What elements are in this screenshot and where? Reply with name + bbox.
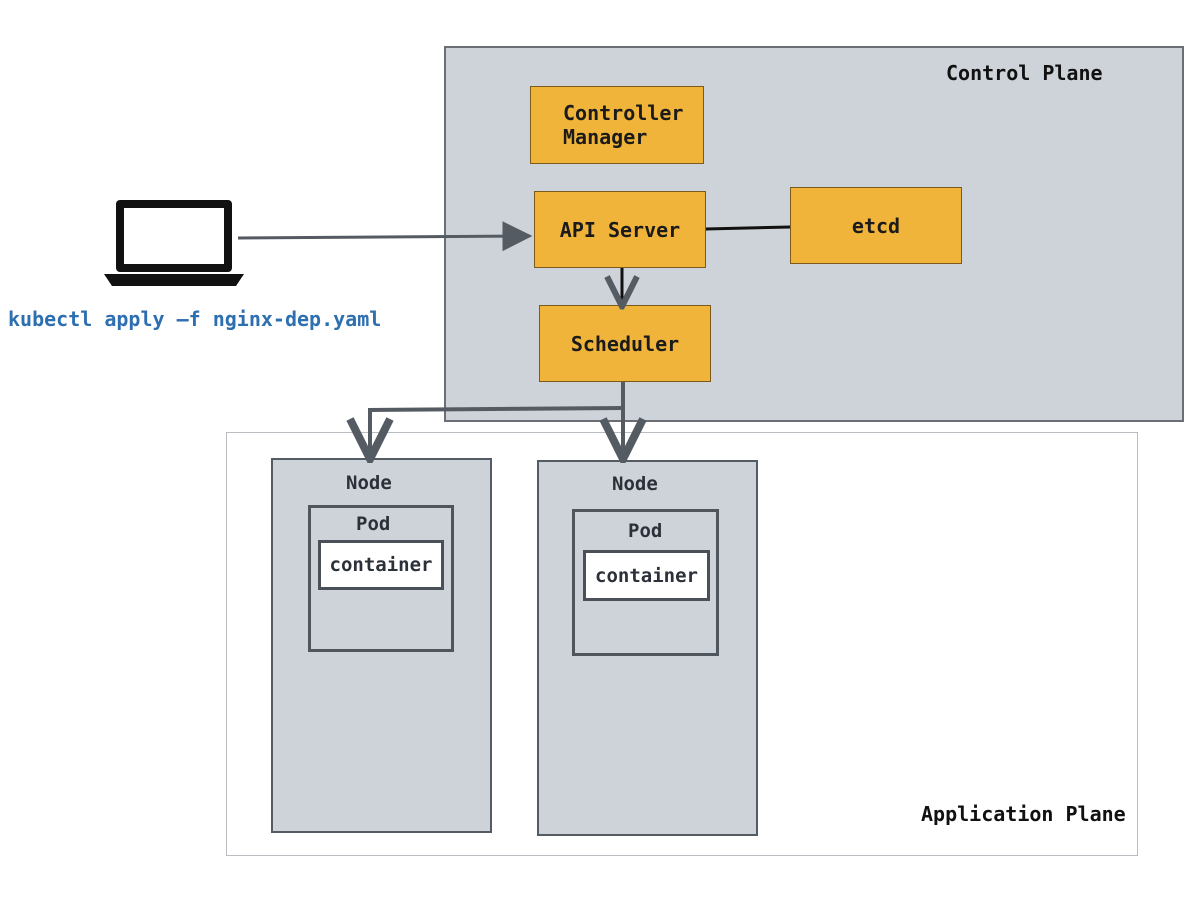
control-plane-title: Control Plane <box>946 61 1103 85</box>
container-box-1: container <box>318 540 444 590</box>
api-server-box: API Server <box>534 191 706 268</box>
application-plane-title: Application Plane <box>921 802 1126 826</box>
command-text: kubectl apply –f nginx-dep.yaml <box>8 307 382 331</box>
laptop-icon <box>104 200 244 286</box>
node-label-1: Node <box>346 472 392 494</box>
pod-label-2: Pod <box>628 520 663 542</box>
scheduler-box: Scheduler <box>539 305 711 382</box>
container-box-2: container <box>583 550 710 601</box>
controller-manager-box: Controller Manager <box>530 86 704 164</box>
etcd-box: etcd <box>790 187 962 264</box>
pod-label-1: Pod <box>356 513 391 535</box>
node-label-2: Node <box>612 473 658 495</box>
